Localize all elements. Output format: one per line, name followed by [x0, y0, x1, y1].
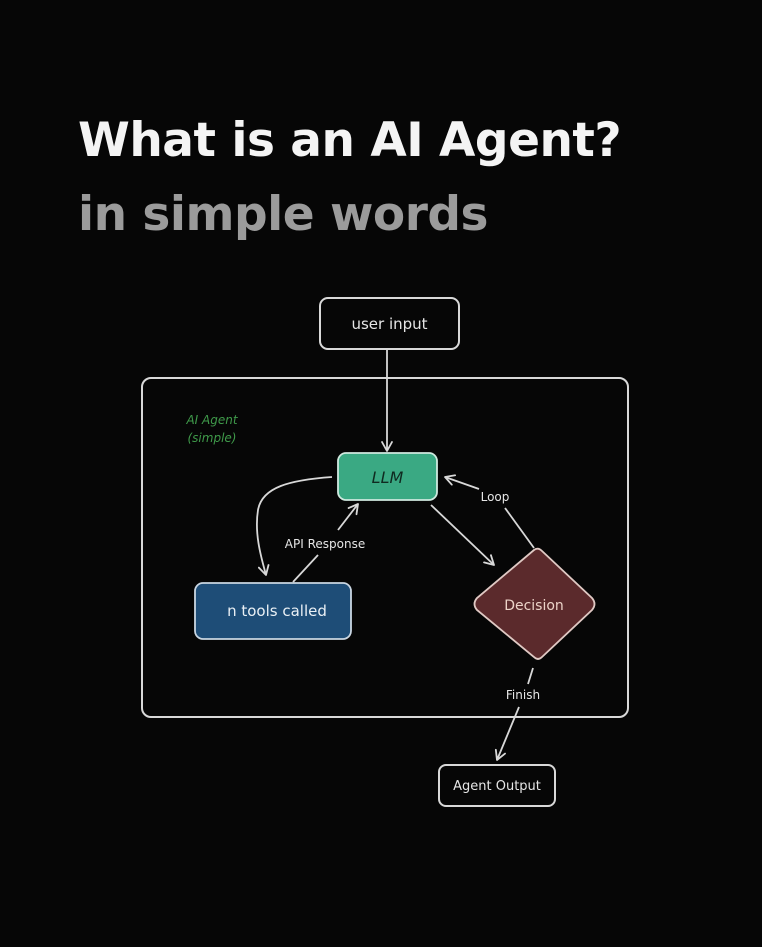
edge-tools-to-llm [337, 503, 359, 531]
edge-label-api-response: API Response [285, 537, 365, 551]
node-llm-label: LLM [372, 468, 404, 487]
page-title: What is an AI Agent? [78, 113, 622, 168]
container-label-subtitle: (simple) [188, 431, 237, 445]
edge-label-finish: Finish [506, 688, 540, 702]
page-subtitle: in simple words [78, 187, 489, 242]
edge-llm-to-decision [430, 504, 495, 566]
container-label-title: AI Agent [185, 413, 238, 427]
node-agent-output-label: Agent Output [453, 779, 541, 794]
node-user-input[interactable]: user input [319, 297, 460, 350]
edge-label-loop: Loop [481, 490, 510, 504]
node-tools-label: n tools called [227, 602, 327, 620]
node-decision[interactable]: Decision [473, 547, 596, 660]
edge-decision-to-llm-segment [504, 507, 535, 549]
edge-decision-to-llm [444, 474, 480, 490]
edge-tools-to-llm-segment [292, 554, 319, 583]
node-agent-output[interactable]: Agent Output [438, 764, 556, 807]
edge-decision-to-output [494, 706, 520, 761]
edge-decision-to-output-segment [527, 667, 534, 685]
agent-container [141, 377, 629, 718]
node-decision-label: Decision [504, 598, 564, 614]
node-user-input-label: user input [351, 315, 427, 333]
edge-llm-to-tools [256, 476, 333, 576]
node-tools[interactable]: n tools called [194, 582, 352, 640]
node-llm[interactable]: LLM [337, 452, 438, 501]
